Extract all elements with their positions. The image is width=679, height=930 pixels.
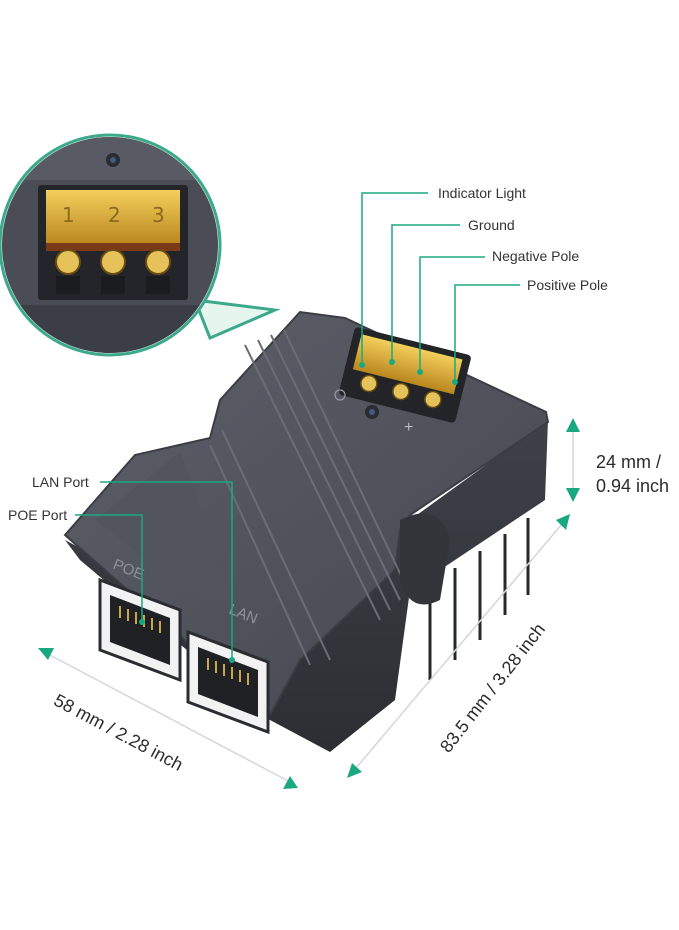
terminal-number-2: 2	[108, 203, 121, 227]
screw-icon	[145, 249, 171, 275]
height-inch-label: 0.94 inch	[596, 476, 670, 496]
arrow-head-icon	[283, 776, 298, 789]
screw-icon	[360, 374, 378, 393]
zoom-bubble: 1 2 3	[0, 133, 281, 357]
arrow-head-icon	[38, 648, 54, 660]
negative-pole-label: Negative Pole	[492, 248, 580, 264]
poe-port-label: POE Port	[8, 507, 68, 523]
terminal-number-1: 1	[62, 203, 75, 227]
screw-icon	[424, 390, 442, 409]
ground-symbol-icon	[334, 389, 346, 401]
ground-label: Ground	[468, 217, 515, 233]
terminal-number-3: 3	[152, 203, 165, 227]
plus-mark: +	[404, 419, 413, 436]
positive-pole-label: Positive Pole	[527, 277, 608, 293]
indicator-light-label: Indicator Light	[438, 185, 526, 201]
poe-device: + POE LAN	[63, 310, 550, 752]
bubble-tail	[192, 298, 281, 340]
lan-rj45-port	[186, 629, 270, 735]
screw-icon	[392, 382, 410, 401]
arrow-head-icon	[556, 514, 570, 530]
arrow-head-icon	[347, 763, 362, 778]
dimension-lines	[47, 430, 574, 783]
terminal-cover	[46, 190, 180, 245]
screw-icon	[100, 249, 126, 275]
callout-lines	[75, 192, 520, 660]
screw-icon	[55, 249, 81, 275]
height-mm-label: 24 mm /	[596, 452, 662, 472]
poe-rj45-port	[98, 577, 182, 683]
arrow-head-icon	[566, 418, 580, 432]
terminal-block	[352, 334, 463, 409]
arrow-head-icon	[566, 488, 580, 502]
lan-port-label: LAN Port	[32, 474, 89, 490]
